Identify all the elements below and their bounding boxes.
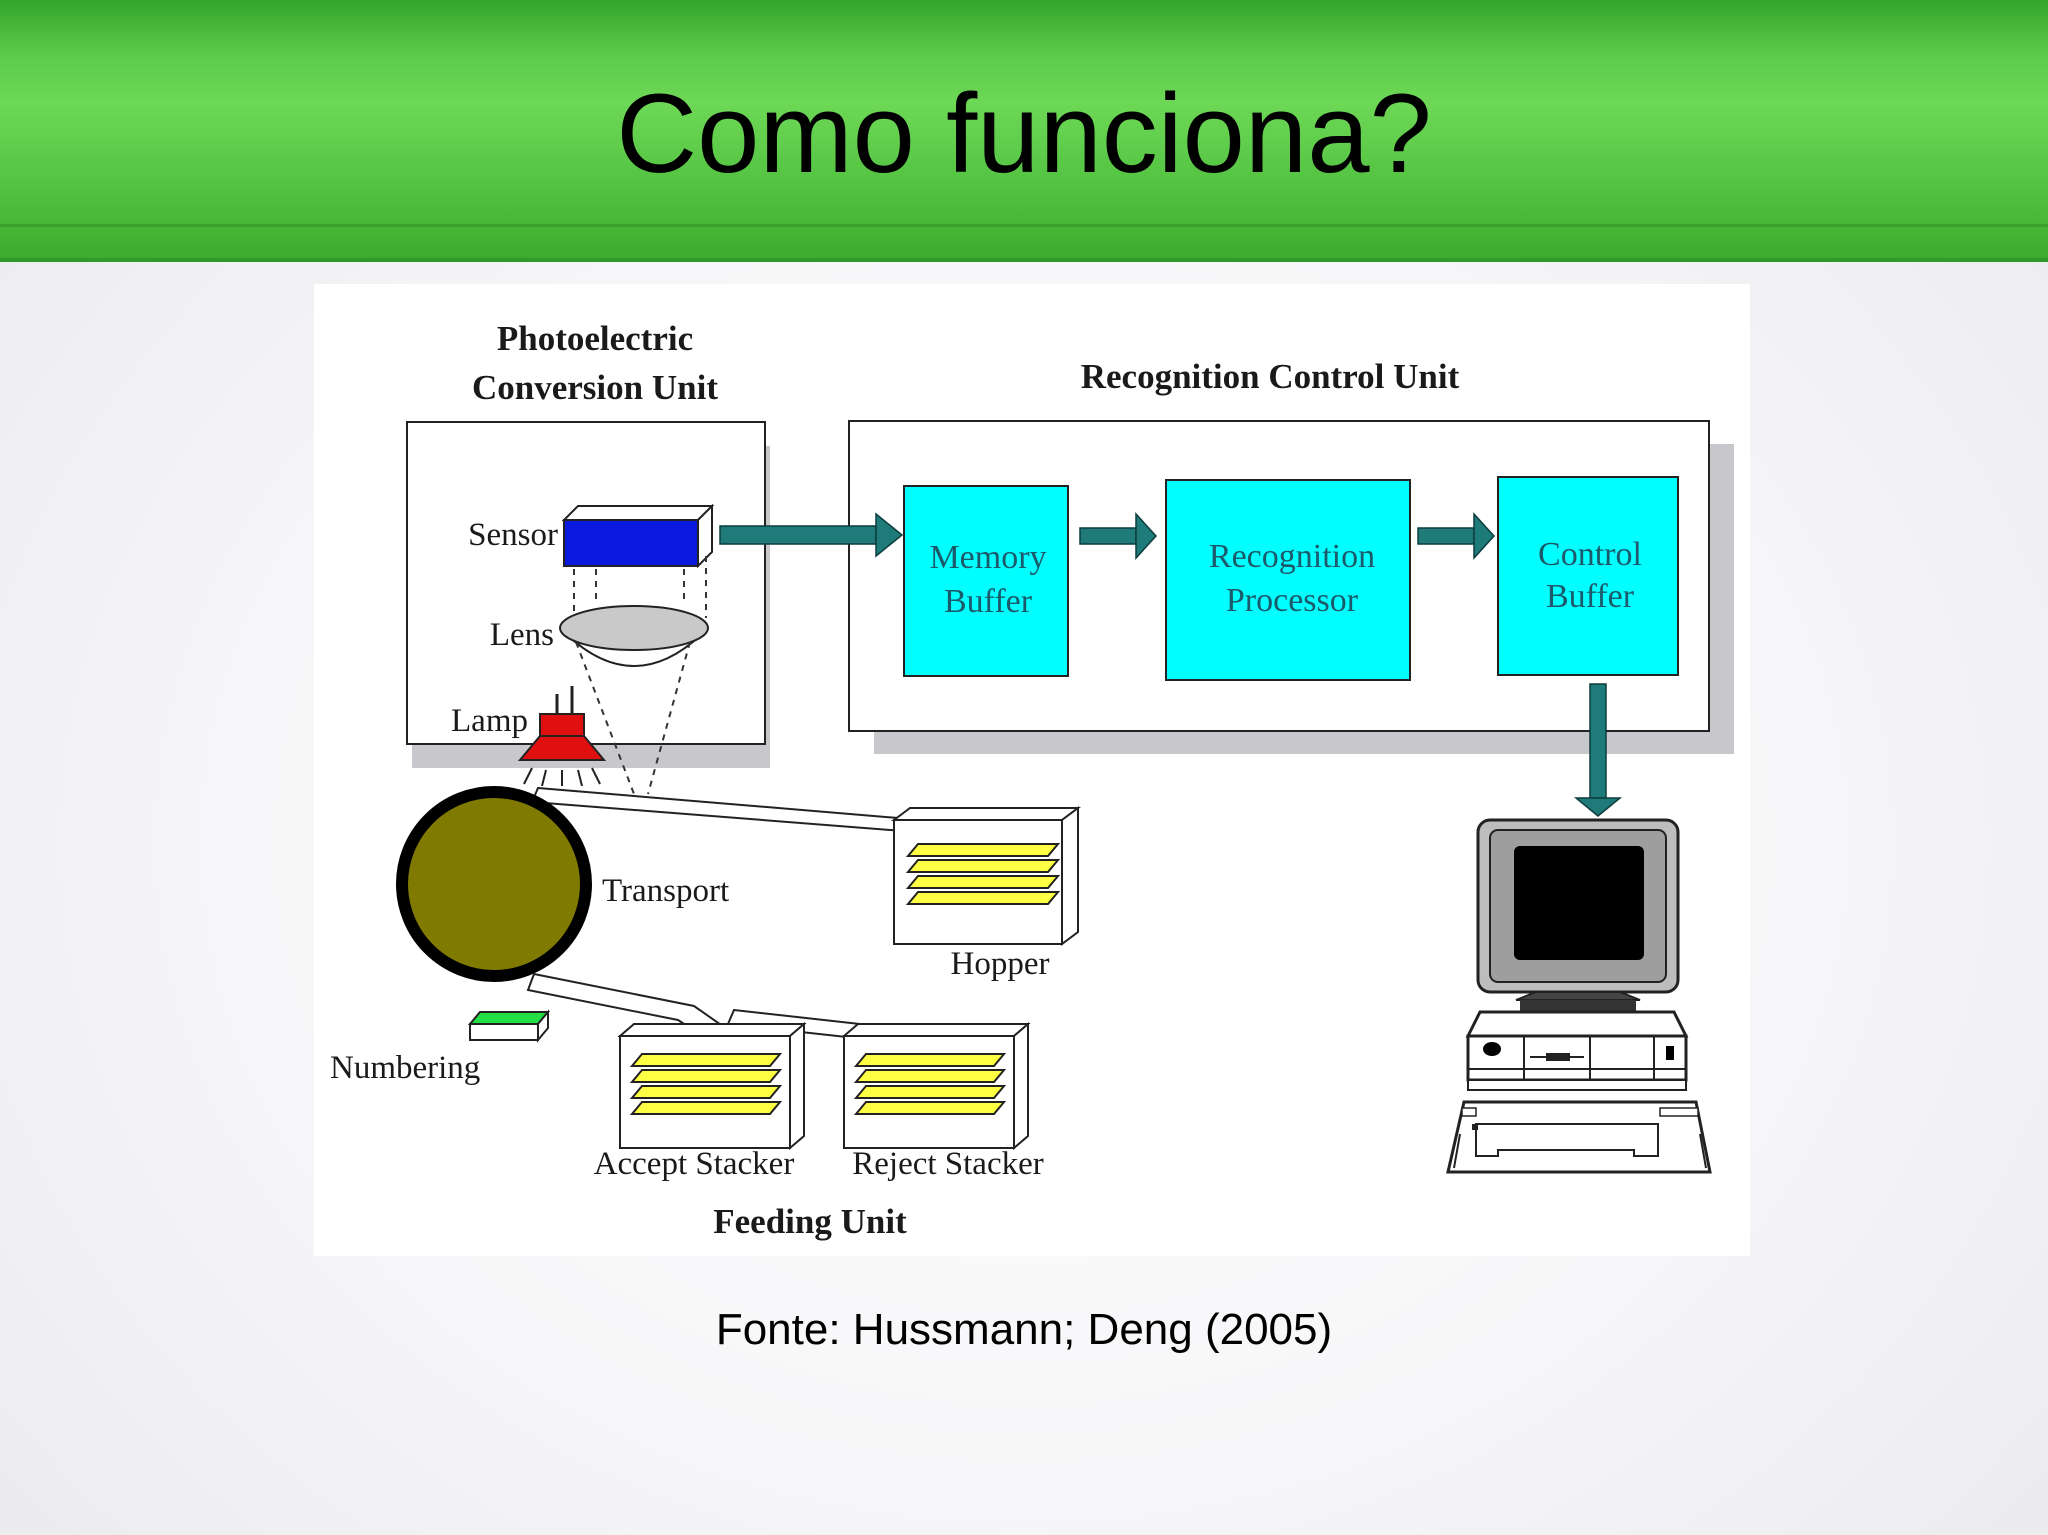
control-buffer-label-2: Buffer: [1546, 578, 1635, 615]
memory-buffer-block: Memory Buffer: [903, 485, 1069, 677]
light-path: [575, 641, 691, 795]
source-caption: Fonte: Hussmann; Deng (2005): [715, 1305, 1333, 1354]
memory-buffer-label-1: Memory: [929, 539, 1046, 576]
photoelectric-unit-label-1: Photoelectric: [497, 319, 693, 358]
transport-drum-icon: [396, 786, 592, 982]
recognition-processor-block: Recognition Processor: [1165, 479, 1411, 681]
arrow-sensor-to-memory: [719, 512, 904, 558]
transport-label: Transport: [602, 873, 729, 909]
recognition-processor-label-1: Recognition: [1209, 538, 1375, 575]
sensor-lens-guides: [573, 556, 707, 618]
numbering-label: Numbering: [330, 1050, 480, 1086]
lamp-icon: [517, 686, 607, 787]
reject-stacker-label: Reject Stacker: [852, 1146, 1044, 1182]
accept-stacker-label: Accept Stacker: [594, 1146, 795, 1182]
title-bar: Como funciona?: [0, 0, 2048, 262]
transport-belts: [526, 786, 924, 1048]
control-buffer-block: Control Buffer: [1497, 476, 1679, 676]
ocr-system-diagram: Photoelectric Conversion Unit Sensor Len…: [314, 284, 1750, 1256]
arrow-memory-to-processor: [1079, 512, 1158, 560]
sensor-icon: [561, 503, 715, 569]
accept-stacker-icon: [617, 1021, 807, 1151]
hopper-icon: [891, 806, 1081, 946]
recognition-control-unit-label: Recognition Control Unit: [1081, 357, 1460, 396]
sensor-label: Sensor: [468, 517, 558, 553]
photoelectric-unit-label-2: Conversion Unit: [472, 368, 718, 407]
photoelectric-unit-box: [406, 421, 766, 745]
feeding-unit-label: Feeding Unit: [713, 1202, 907, 1241]
hopper-label: Hopper: [951, 946, 1050, 982]
memory-buffer-label-2: Buffer: [944, 583, 1033, 620]
arrow-processor-to-control: [1417, 512, 1496, 560]
lens-label: Lens: [490, 617, 554, 653]
control-buffer-label-1: Control: [1538, 536, 1642, 573]
lamp-label: Lamp: [451, 703, 528, 739]
numbering-icon: [467, 1009, 551, 1043]
recognition-processor-label-2: Processor: [1226, 582, 1359, 619]
slide-title: Como funciona?: [616, 71, 1432, 196]
arrow-control-to-computer: [1573, 683, 1623, 817]
reject-stacker-icon: [841, 1021, 1031, 1151]
computer-icon: [1446, 818, 1712, 1174]
